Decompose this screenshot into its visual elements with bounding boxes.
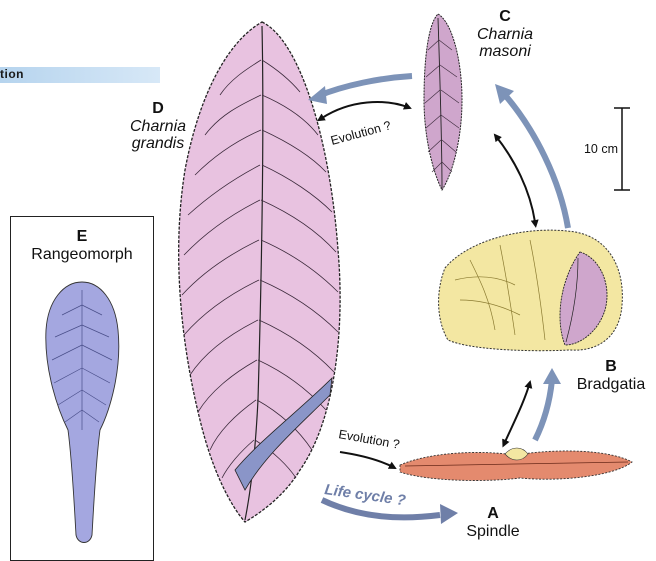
label-d-name-line2: grandis	[130, 135, 186, 153]
charnia-masoni-frond	[424, 14, 462, 190]
label-e-letter: E	[14, 228, 150, 246]
evolution-arrow-d-to-a	[340, 452, 395, 468]
evolution-label-bottom: Evolution ?	[337, 427, 400, 452]
evolution-arrow-b-to-c	[505, 95, 568, 228]
double-arrow-b-c	[495, 135, 535, 222]
evolution-arrow-a-to-b-head	[543, 368, 561, 384]
label-b-name: Bradgatia	[568, 376, 654, 394]
bradgatia	[439, 230, 623, 351]
label-e: E Rangeomorph	[14, 228, 150, 263]
label-a-name: Spindle	[455, 523, 531, 541]
label-d: D Charnia grandis	[130, 100, 186, 153]
label-c-name-line2: masoni	[470, 43, 540, 61]
label-a: A Spindle	[455, 505, 531, 540]
label-c: C Charnia masoni	[470, 8, 540, 61]
evolution-arrow-a-to-b	[535, 380, 552, 440]
spindle	[400, 448, 632, 480]
scale-bar-label: 10 cm	[572, 143, 618, 157]
rangeomorph	[46, 282, 119, 543]
label-c-name-line1: Charnia	[470, 26, 540, 44]
double-arrow-c-d	[322, 102, 410, 118]
label-e-name: Rangeomorph	[14, 246, 150, 264]
evolution-arrow-c-to-d	[318, 76, 412, 96]
label-b-letter: B	[568, 358, 654, 376]
label-d-name-line1: Charnia	[130, 118, 186, 136]
double-arrow-a-b	[505, 382, 530, 442]
evolution-label-top: Evolution ?	[329, 118, 392, 148]
label-b: B Bradgatia	[568, 358, 654, 393]
label-c-letter: C	[470, 8, 540, 26]
label-d-letter: D	[130, 100, 186, 118]
label-a-letter: A	[455, 505, 531, 523]
